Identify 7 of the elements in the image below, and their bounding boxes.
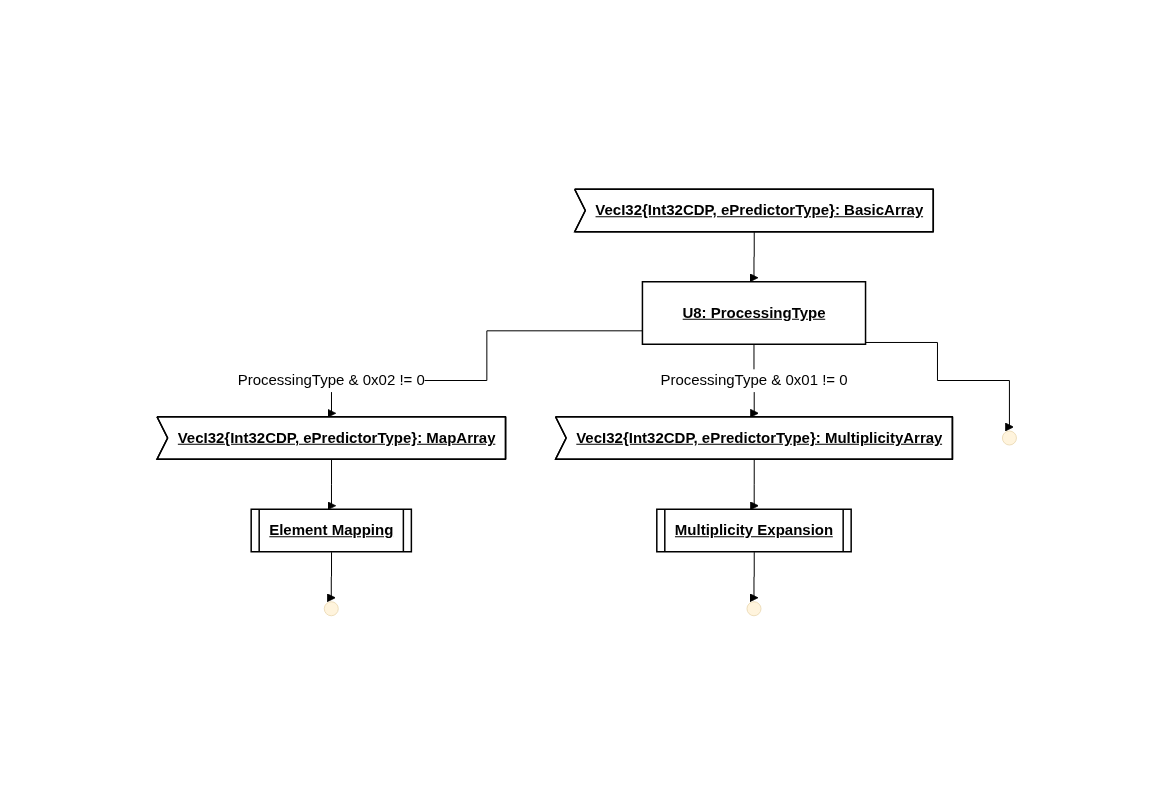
arrow — [864, 342, 1014, 432]
arrow — [326, 551, 336, 603]
edge-label: ProcessingType & 0x01 != 0 — [660, 371, 848, 389]
node-box: U8: ProcessingType — [641, 281, 867, 345]
arrow — [749, 231, 759, 283]
edge-label: ProcessingType & 0x02 != 0 — [237, 371, 425, 389]
arrow — [749, 551, 759, 603]
